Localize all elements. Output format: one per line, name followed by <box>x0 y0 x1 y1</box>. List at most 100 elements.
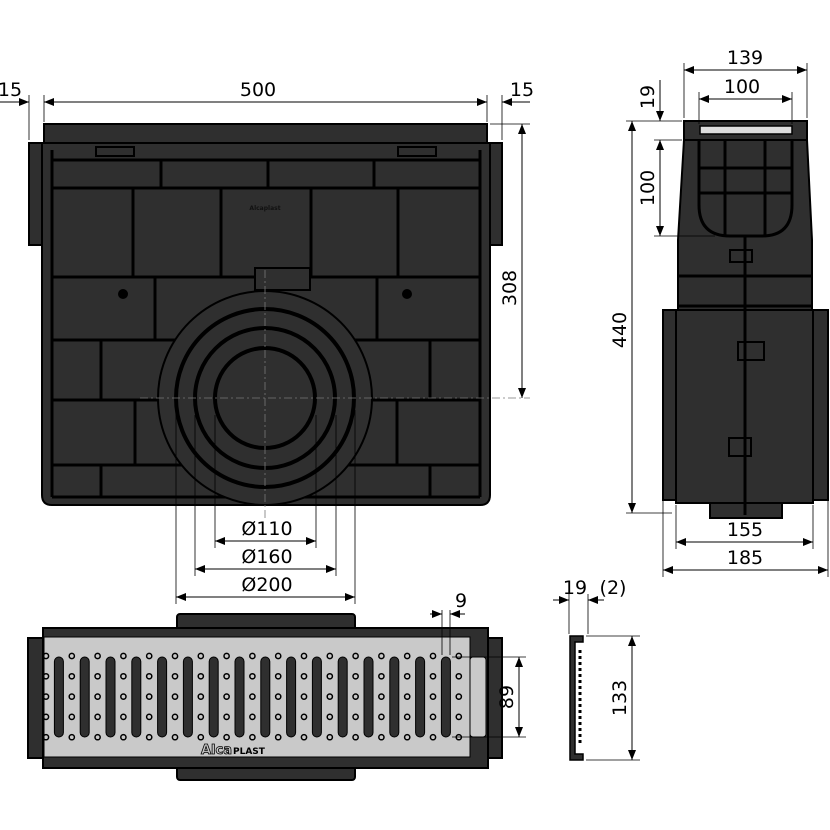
dim-profile-length: 133 <box>609 680 631 716</box>
grate-hole <box>223 733 230 741</box>
grate-hole <box>120 672 127 680</box>
dim-outlet-height: 308 <box>499 270 521 306</box>
grate-hole <box>145 652 153 660</box>
front-logo: Alcaplast <box>249 205 280 212</box>
grate-slot <box>389 656 400 738</box>
dim-inner-depth: 100 <box>637 170 659 206</box>
grate-hole <box>120 713 127 721</box>
grate-pattern <box>42 652 463 741</box>
grate-hole <box>429 713 437 721</box>
grate-hole <box>68 713 76 721</box>
screw-hole-icon <box>118 289 128 299</box>
dim-max-width: 185 <box>727 547 763 569</box>
grate-slot <box>79 656 90 738</box>
profile-section <box>569 635 584 761</box>
grate-hole <box>42 693 50 700</box>
side-grate-slot <box>699 125 793 135</box>
grate-hole <box>352 693 359 700</box>
grate-slot <box>234 656 245 738</box>
grate-hole <box>68 693 76 700</box>
dim-d200: Ø200 <box>241 574 292 596</box>
grate-hole <box>403 713 411 721</box>
grate-hole <box>326 693 334 700</box>
grate-slot <box>105 656 116 738</box>
grate-hole <box>300 693 308 700</box>
grate-hole <box>94 693 101 700</box>
grate-hole <box>300 672 308 680</box>
grate-hole <box>223 652 230 660</box>
grate-hole <box>352 733 359 741</box>
grate-slot <box>131 656 142 738</box>
grate-hole <box>274 652 282 660</box>
grate-hole <box>197 713 205 721</box>
grate-slot <box>260 656 271 738</box>
grate-hole <box>145 693 153 700</box>
side-clip <box>737 341 765 361</box>
dim-d160: Ø160 <box>241 546 292 568</box>
grate-hole <box>352 713 359 721</box>
side-clip <box>728 437 752 457</box>
dim-width: 500 <box>240 79 276 101</box>
grate-logo-alca: Alca <box>201 743 232 758</box>
grate-hole <box>145 733 153 741</box>
grate-hole <box>429 693 437 700</box>
grate-hole <box>120 733 127 741</box>
grate-profile: 19 (2) 133 <box>553 577 640 761</box>
dim-slot-width: 9 <box>455 590 467 612</box>
grate-logo-plast: PLAST <box>233 747 266 757</box>
grate-hole <box>171 713 179 721</box>
grate-hole <box>455 693 463 700</box>
grate-hole <box>223 672 230 680</box>
grate-hole <box>197 693 205 700</box>
side-clip <box>729 249 753 263</box>
grate-slot <box>415 656 426 738</box>
grate-hole <box>42 652 50 660</box>
side-view: 139 100 19 100 440 155 185 <box>609 47 829 577</box>
grate-hole <box>249 733 256 741</box>
grate-hole <box>223 713 230 721</box>
grate-hole <box>171 672 179 680</box>
grate-slot <box>286 656 297 738</box>
grate-end-plate <box>469 656 487 738</box>
grate-hole <box>455 713 463 721</box>
grate-hole <box>378 693 385 700</box>
grate-hole <box>42 713 50 721</box>
grate-hole <box>68 672 76 680</box>
grate-hole <box>274 713 282 721</box>
grate-slot <box>182 656 193 738</box>
dim-slot-length: 89 <box>496 685 518 709</box>
dim-profile-height: 19 <box>563 577 587 599</box>
grate-hole <box>171 652 179 660</box>
grate-hole <box>403 733 411 741</box>
grate-hole <box>274 733 282 741</box>
dim-d110: Ø110 <box>241 518 292 540</box>
grate-hole <box>429 652 437 660</box>
dim-top-width: 139 <box>727 47 763 69</box>
grate-hole <box>68 652 76 660</box>
dim-inner-width: 100 <box>724 76 760 98</box>
dim-bottom-width: 155 <box>727 519 763 541</box>
dim-right-flange: 15 <box>510 79 534 101</box>
grate-hole <box>94 713 101 721</box>
dim-left-flange: 15 <box>0 79 22 101</box>
grate-hole <box>352 652 359 660</box>
grate-hole <box>455 672 463 680</box>
grate-hole <box>300 733 308 741</box>
grate-hole <box>171 693 179 700</box>
grate-hole <box>378 652 385 660</box>
grate-hole <box>94 733 101 741</box>
frame-clip <box>95 146 135 157</box>
grate-hole <box>94 672 101 680</box>
grate-hole <box>274 693 282 700</box>
grate-hole <box>429 733 437 741</box>
dim-profile-lip: (2) <box>600 577 627 599</box>
grate-hole <box>42 733 50 741</box>
grate-hole <box>249 672 256 680</box>
grate-hole <box>42 672 50 680</box>
dim-total-height: 440 <box>609 312 631 348</box>
frame-clip <box>397 146 437 157</box>
grate-hole <box>249 693 256 700</box>
grate-hole <box>403 672 411 680</box>
top-frame <box>43 123 488 144</box>
